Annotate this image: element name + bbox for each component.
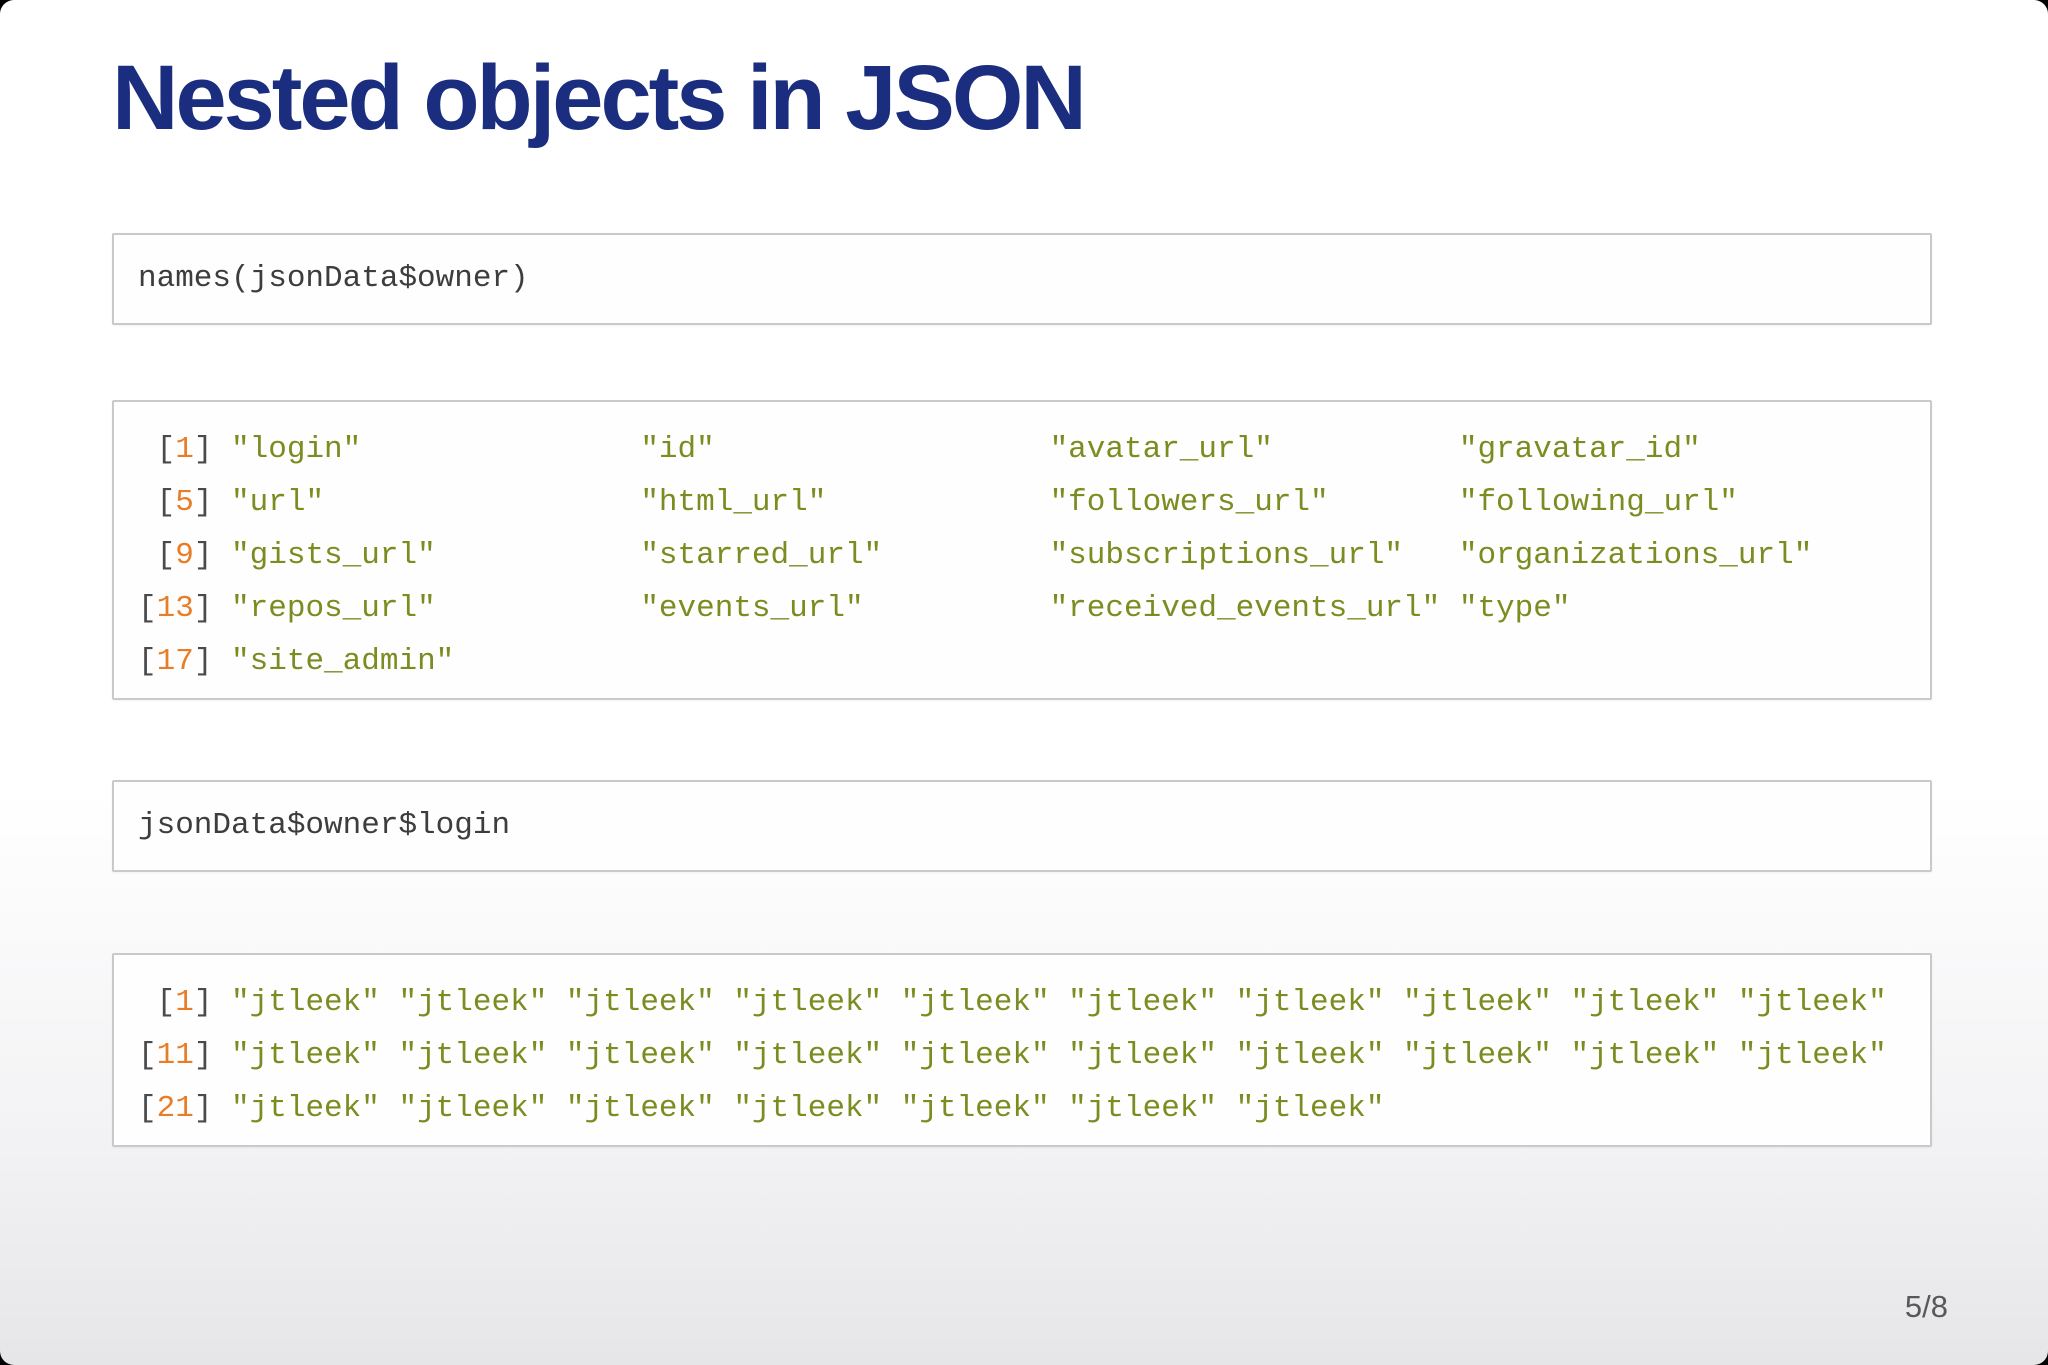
index-bracket: [ (138, 1090, 157, 1126)
output-line: [13] "repos_url" "events_url" "received_… (138, 582, 1906, 635)
string-values: "jtleek" "jtleek" "jtleek" "jtleek" "jtl… (231, 984, 1887, 1020)
index-number: 1 (175, 431, 194, 467)
index-bracket: ] (193, 590, 232, 626)
output-block-login-values: [1] "jtleek" "jtleek" "jtleek" "jtleek" … (112, 952, 1932, 1147)
code-block-owner-login: jsonData$owner$login (112, 779, 1932, 872)
index-bracket: [ (138, 1037, 157, 1073)
output-line: [5] "url" "html_url" "followers_url" "fo… (138, 476, 1906, 529)
output-line: [1] "login" "id" "avatar_url" "gravatar_… (138, 423, 1906, 476)
index-bracket: [ (138, 590, 157, 626)
string-values: "repos_url" "events_url" "received_event… (231, 590, 1571, 626)
index-bracket: [ (138, 484, 176, 520)
slide-title: Nested objects in JSON (112, 47, 1087, 149)
index-bracket: ] (193, 1037, 232, 1073)
output-block-owner-names: [1] "login" "id" "avatar_url" "gravatar_… (112, 399, 1932, 700)
string-values: "site_admin" (231, 643, 455, 679)
code-text: names(jsonData$owner) (138, 260, 529, 296)
index-bracket: [ (138, 431, 176, 467)
index-number: 21 (156, 1090, 194, 1126)
index-bracket: ] (193, 484, 232, 520)
code-text: jsonData$owner$login (138, 807, 511, 843)
index-bracket: ] (193, 643, 232, 679)
output-line: [21] "jtleek" "jtleek" "jtleek" "jtleek"… (138, 1082, 1906, 1135)
index-bracket: ] (193, 1090, 232, 1126)
index-bracket: ] (193, 431, 232, 467)
output-line: [9] "gists_url" "starred_url" "subscript… (138, 529, 1906, 582)
index-number: 9 (175, 537, 194, 573)
string-values: "jtleek" "jtleek" "jtleek" "jtleek" "jtl… (231, 1037, 1887, 1073)
index-number: 5 (175, 484, 194, 520)
string-values: "login" "id" "avatar_url" "gravatar_id" (231, 431, 1701, 467)
output-line: [11] "jtleek" "jtleek" "jtleek" "jtleek"… (138, 1029, 1906, 1082)
output-line: [17] "site_admin" (138, 635, 1906, 688)
output-line: [1] "jtleek" "jtleek" "jtleek" "jtleek" … (138, 976, 1906, 1029)
index-bracket: [ (138, 984, 176, 1020)
index-number: 1 (175, 984, 194, 1020)
index-number: 17 (156, 643, 194, 679)
index-number: 11 (156, 1037, 194, 1073)
index-number: 13 (156, 590, 194, 626)
index-bracket: [ (138, 537, 176, 573)
code-block-names-owner: names(jsonData$owner) (112, 232, 1932, 325)
string-values: "jtleek" "jtleek" "jtleek" "jtleek" "jtl… (231, 1090, 1385, 1126)
string-values: "url" "html_url" "followers_url" "follow… (231, 484, 1738, 520)
page-indicator: 5/8 (1904, 1289, 1948, 1324)
index-bracket: [ (138, 643, 157, 679)
slide-content: Nested objects in JSON names(jsonData$ow… (0, 50, 2048, 1147)
index-bracket: ] (193, 984, 232, 1020)
index-bracket: ] (193, 537, 232, 573)
string-values: "gists_url" "starred_url" "subscriptions… (231, 537, 1813, 573)
